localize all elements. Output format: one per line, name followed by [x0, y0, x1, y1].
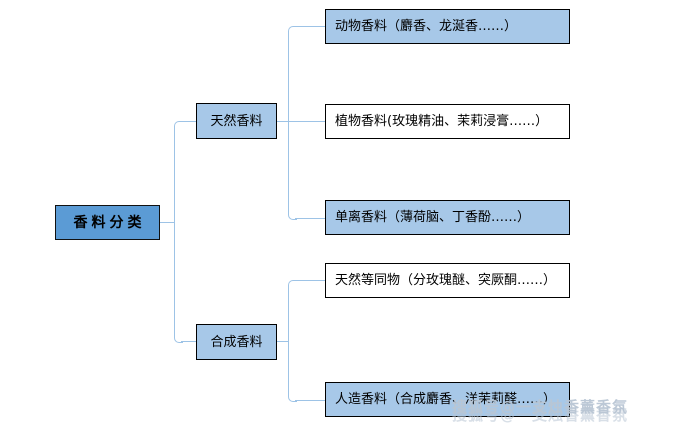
connector-synthetic-child-2: [295, 400, 325, 401]
node-artificial-fragrance[interactable]: 人造香料（合成麝香、洋茉莉醛……）: [325, 382, 570, 417]
node-root-category[interactable]: 香料分类: [55, 205, 160, 240]
node-plant-fragrance[interactable]: 植物香料(玫瑰精油、茉莉浸膏……）: [325, 104, 570, 139]
connector-natural-child-1: [295, 26, 325, 27]
connector-synthetic-child-1: [295, 280, 325, 281]
connector-natural-corner-top: [288, 26, 297, 35]
connector-natural-trunk: [288, 31, 289, 215]
connector-synthetic-stub: [277, 341, 288, 342]
node-natural-fragrance[interactable]: 天然香料: [196, 103, 277, 139]
connector-synthetic-corner-bottom: [288, 393, 297, 402]
connector-root-stub: [160, 222, 174, 223]
connector-natural-child-3: [295, 218, 325, 219]
connector-synthetic-corner-top: [288, 280, 297, 289]
connector-natural-stub: [277, 121, 288, 122]
node-nature-identical[interactable]: 天然等同物（分玫瑰醚、突厥酮……）: [325, 263, 570, 298]
connector-to-natural: [181, 121, 197, 122]
connector-natural-corner-bottom: [288, 211, 297, 220]
connector-synthetic-trunk: [288, 285, 289, 397]
connector-root-trunk: [174, 126, 175, 338]
node-animal-fragrance[interactable]: 动物香料（麝香、龙涎香……）: [325, 9, 570, 44]
node-synthetic-fragrance[interactable]: 合成香料: [196, 324, 277, 360]
connector-root-corner-top: [174, 121, 183, 130]
watermark-text: 搜狐号@一支烛香薰香氛: [452, 398, 629, 416]
connector-to-synthetic: [181, 341, 197, 342]
node-isolate-fragrance[interactable]: 单离香料（薄荷脑、丁香酚……）: [325, 200, 570, 235]
connector-root-corner-bottom: [174, 334, 183, 343]
watermark-text-shadow: 搜狐号@一支烛香薰香氛: [452, 406, 629, 424]
connector-natural-child-2: [288, 121, 325, 122]
